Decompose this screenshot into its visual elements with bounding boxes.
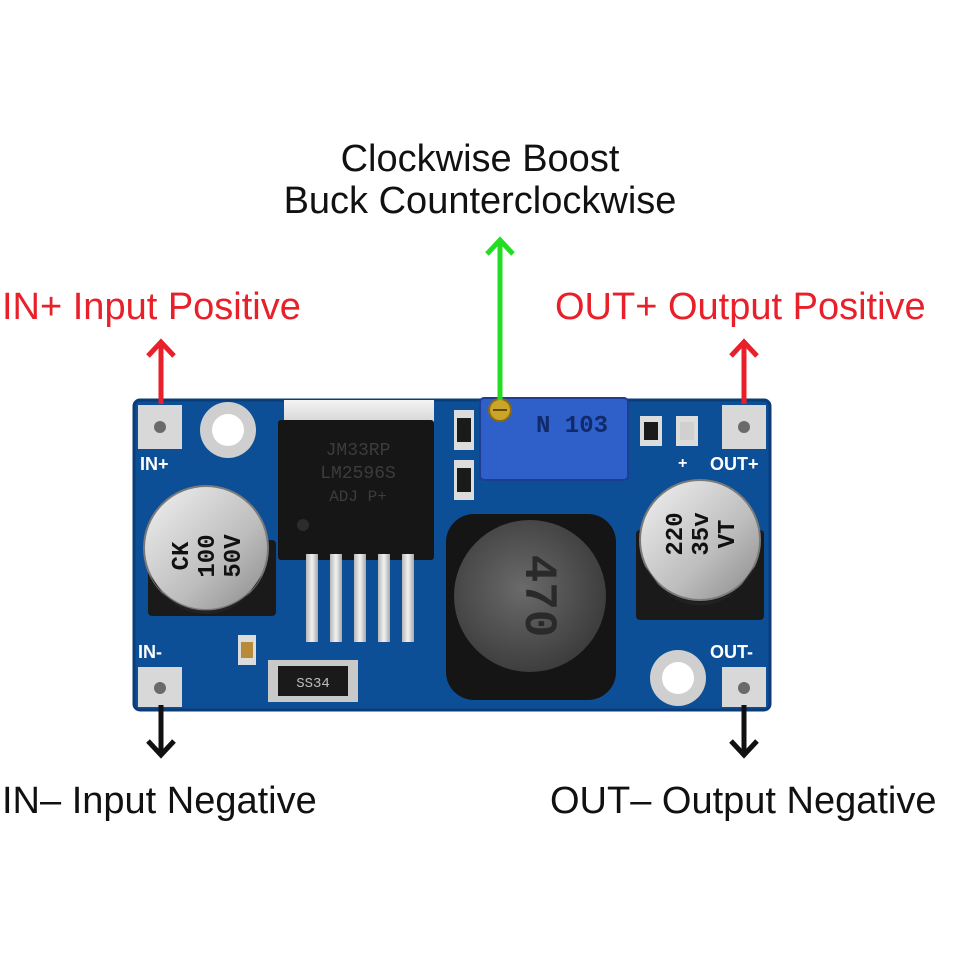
inductor-code: 470: [512, 555, 564, 638]
cap-out-line2: 35v: [689, 512, 716, 555]
out-negative-label: OUT– Output Negative: [550, 780, 937, 822]
ic-line3: ADJ P+: [329, 488, 387, 506]
cap-in-line1: CK: [169, 541, 196, 570]
schottky-diode: SS34: [268, 660, 358, 702]
pot-label-line2: Buck Counterclockwise: [283, 180, 677, 222]
smd-components: [238, 410, 698, 665]
silk-plus: +: [678, 455, 687, 472]
cap-in-line3: 50V: [221, 534, 248, 578]
cap-out-line1: 220: [663, 512, 690, 555]
out-positive-label: OUT+ Output Positive: [555, 286, 926, 328]
potentiometer[interactable]: N 103: [479, 397, 629, 481]
arrow-out-negative: [729, 705, 759, 759]
arrow-out-positive: [729, 338, 759, 404]
cap-in-line2: 100: [195, 534, 222, 577]
silk-out-neg: OUT-: [710, 642, 753, 662]
ic-line2: LM2596S: [320, 464, 396, 484]
input-capacitor: CK 100 50V: [143, 485, 276, 616]
regulator-ic: JM33RP LM2596S ADJ P+: [278, 400, 434, 642]
silk-in-pos: IN+: [140, 454, 169, 474]
ic-line1: JM33RP: [326, 441, 391, 461]
pot-label-line1: Clockwise Boost: [340, 138, 620, 180]
in-negative-label: IN– Input Negative: [2, 780, 317, 822]
output-capacitor: 220 35v VT: [636, 479, 764, 620]
arrow-in-negative: [146, 705, 176, 759]
silk-in-neg: IN-: [138, 642, 162, 662]
cap-out-line3: VT: [715, 520, 742, 549]
arrow-in-positive: [146, 338, 176, 404]
pot-code: N 103: [536, 413, 608, 440]
silk-out-pos: OUT+: [710, 454, 759, 474]
in-positive-label: IN+ Input Positive: [2, 286, 301, 328]
inductor: 470: [446, 514, 616, 700]
arrow-adjust: [485, 236, 515, 400]
terminal-pads: [138, 405, 766, 707]
diode-code: SS34: [296, 676, 330, 692]
